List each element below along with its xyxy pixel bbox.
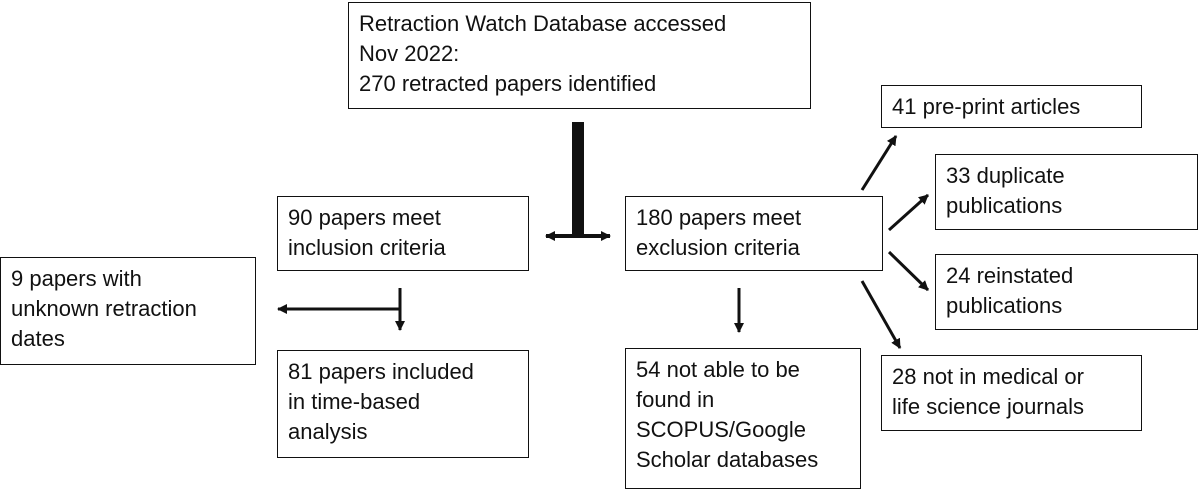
box-line: publications <box>946 293 1063 318</box>
box-line: Retraction Watch Database accessed <box>359 11 727 36</box>
box-line: 9 papers with <box>11 266 142 291</box>
box-line: dates <box>11 326 65 351</box>
box-line: 81 papers included <box>288 359 474 384</box>
box-line: in time-based <box>288 389 421 414</box>
box-line: 33 duplicate <box>946 163 1065 188</box>
included-analysis-box: 81 papers included in time-based analysi… <box>277 350 529 458</box>
inclusion-criteria-box: 90 papers meet inclusion criteria <box>277 196 529 271</box>
box-line: Scholar databases <box>636 447 819 472</box>
box-line: life science journals <box>892 394 1084 419</box>
unknown-dates-box: 9 papers with unknown retraction dates <box>0 257 256 365</box>
box-line: 54 not able to be <box>636 357 800 382</box>
reinstated-arrow <box>887 250 930 292</box>
duplicate-box: 33 duplicate publications <box>935 154 1198 230</box>
preprint-box: 41 pre-print articles <box>881 85 1142 128</box>
box-line: SCOPUS/Google <box>636 417 806 442</box>
retraction-database-box: Retraction Watch Database accessed Nov 2… <box>348 2 811 109</box>
not-found-box: 54 not able to be found in SCOPUS/Google… <box>625 348 861 489</box>
box-line: exclusion criteria <box>636 235 800 260</box>
main-stem-connector <box>572 122 584 236</box>
box-line: inclusion criteria <box>288 235 446 260</box>
box-line: 180 papers meet <box>636 205 802 230</box>
preprint-arrow <box>860 135 898 191</box>
box-line: publications <box>946 193 1063 218</box>
duplicate-arrow <box>887 193 930 232</box>
box-line: 28 not in medical or <box>892 364 1084 389</box>
box-line: analysis <box>288 419 368 444</box>
box-line: unknown retraction <box>11 296 197 321</box>
box-line: 24 reinstated <box>946 263 1074 288</box>
box-line: 270 retracted papers identified <box>359 71 657 96</box>
exclusion-criteria-box: 180 papers meet exclusion criteria <box>625 196 883 271</box>
box-line: 90 papers meet <box>288 205 441 230</box>
box-line: found in <box>636 387 715 412</box>
reinstated-box: 24 reinstated publications <box>935 254 1198 330</box>
not-medical-box: 28 not in medical or life science journa… <box>881 355 1142 431</box>
not-medical-arrow <box>860 280 902 349</box>
box-line: Nov 2022: <box>359 41 460 66</box>
box-line: 41 pre-print articles <box>892 94 1081 119</box>
